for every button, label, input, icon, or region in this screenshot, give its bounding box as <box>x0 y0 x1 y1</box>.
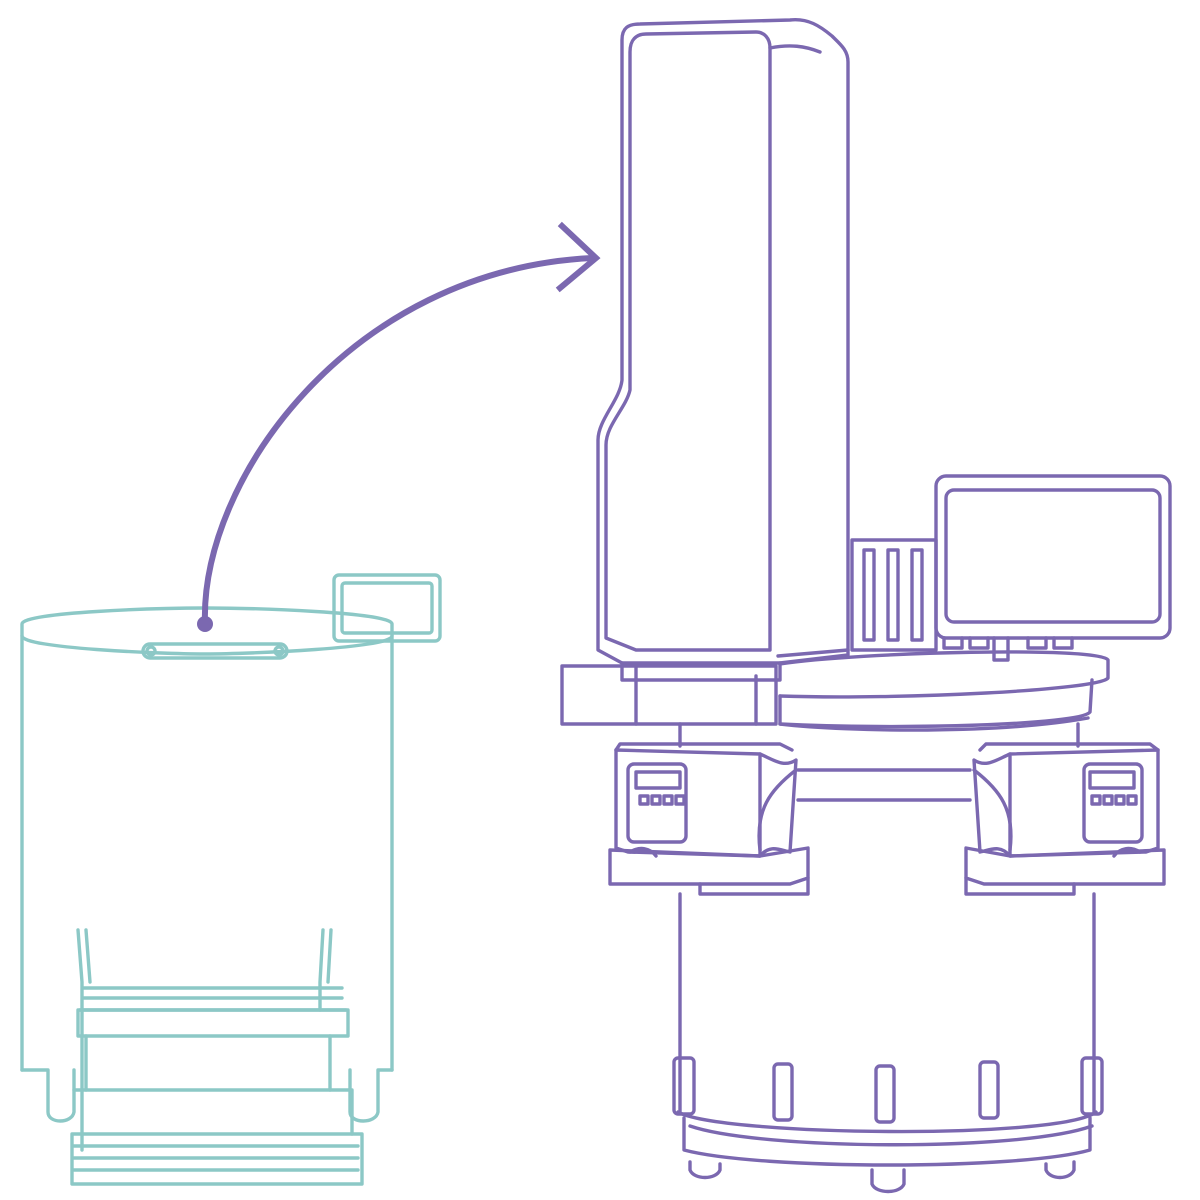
arrow-head-icon <box>555 221 601 293</box>
lower-cylinder <box>676 892 1098 1167</box>
left-pump <box>608 742 810 896</box>
cylinder-clips <box>672 1056 1104 1124</box>
step-stool <box>70 928 364 1186</box>
right-pump <box>964 742 1166 896</box>
tower-unit <box>596 18 850 682</box>
control-panel-box <box>332 573 442 643</box>
base-block <box>560 664 778 726</box>
automated-workstation-icon <box>560 18 1172 1194</box>
lid-handle <box>141 642 289 660</box>
arrow-origin-dot <box>197 616 213 632</box>
arrow-curve <box>201 255 595 627</box>
cryogenic-storage-tank-icon <box>20 573 442 1186</box>
tank-bottom-feet <box>20 1068 394 1123</box>
rack-columns <box>850 538 938 652</box>
transfer-arrow <box>197 221 601 632</box>
rotating-platform <box>778 650 1110 732</box>
tank-body <box>20 634 394 1072</box>
monitor-screen <box>934 474 1172 662</box>
base-feet <box>688 1160 1076 1194</box>
support-ring <box>678 722 1080 802</box>
